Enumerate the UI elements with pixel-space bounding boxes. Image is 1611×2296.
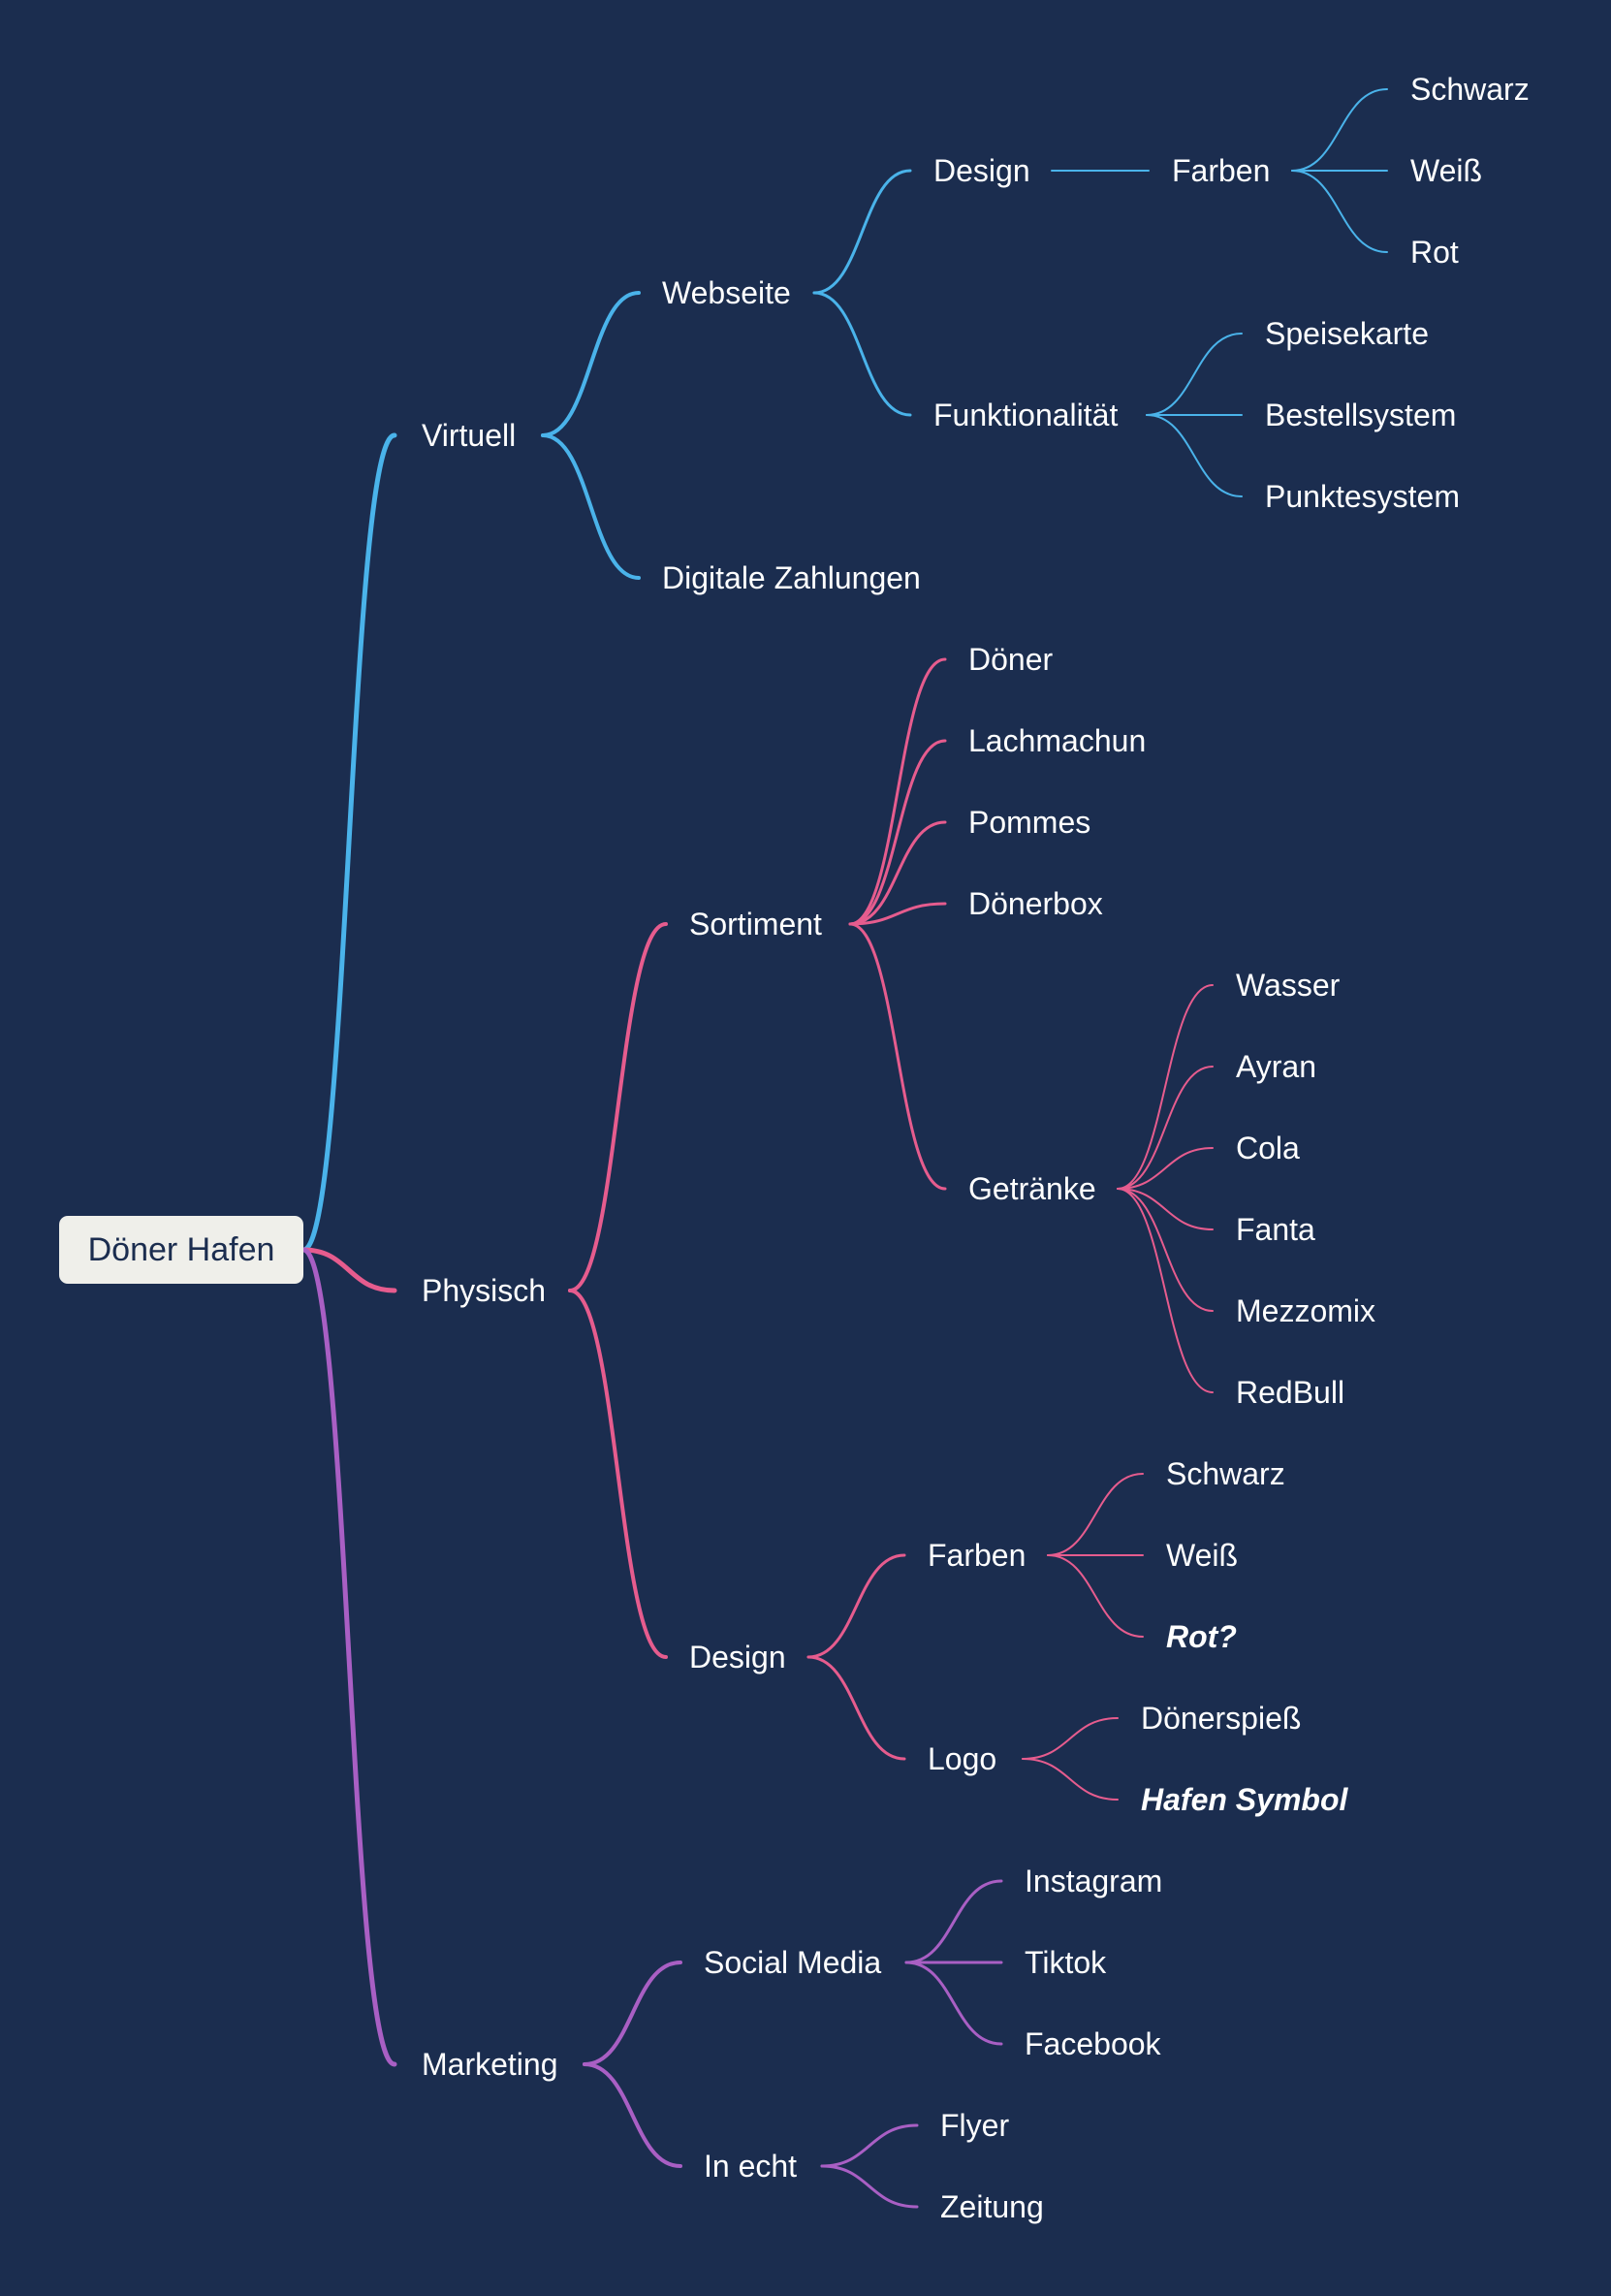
node-tiktok[interactable]: Tiktok — [1025, 1945, 1107, 1980]
node-hafen-symbol[interactable]: Hafen Symbol — [1141, 1782, 1348, 1817]
node-lachmachun[interactable]: Lachmachun — [968, 723, 1147, 758]
connector-physisch-design — [568, 1289, 668, 1659]
connector-getraenke-item-1 — [1117, 1066, 1214, 1190]
connector-root-marketing — [300, 1247, 397, 2067]
connector-funktionalitaet-speisekarte — [1146, 333, 1243, 416]
node-marketing[interactable]: Marketing — [422, 2047, 558, 2082]
node-in-echt[interactable]: In echt — [704, 2149, 798, 2184]
connector-sortiment-item-0 — [848, 657, 947, 926]
node-instagram[interactable]: Instagram — [1025, 1864, 1163, 1898]
node-pommes[interactable]: Pommes — [968, 805, 1091, 840]
connector-social-media-item-0 — [904, 1879, 1003, 1964]
node-webseite[interactable]: Webseite — [662, 275, 791, 310]
node-funktionalitaet[interactable]: Funktionalität — [933, 398, 1119, 432]
connector-design-logo — [806, 1655, 906, 1761]
connector-physisch-farben-item-2 — [1047, 1554, 1144, 1638]
node-digitale-zahlungen[interactable]: Digitale Zahlungen — [662, 560, 921, 595]
node-ayran[interactable]: Ayran — [1236, 1049, 1317, 1084]
node-physisch[interactable]: Physisch — [422, 1273, 547, 1308]
node-physisch-farbe-schwarz[interactable]: Schwarz — [1166, 1456, 1285, 1491]
connector-marketing-social-media — [583, 1961, 682, 2066]
root-node[interactable]: Döner Hafen — [59, 1216, 303, 1284]
node-physisch-farbe-rot[interactable]: Rot? — [1166, 1619, 1237, 1654]
connector-social-media-item-2 — [904, 1961, 1003, 2046]
connector-getraenke-item-2 — [1117, 1147, 1214, 1190]
node-punktesystem[interactable]: Punktesystem — [1265, 479, 1460, 514]
connector-in-echt-item-0 — [820, 2123, 919, 2168]
node-speisekarte[interactable]: Speisekarte — [1265, 316, 1429, 351]
connector-sortiment-item-4 — [848, 922, 947, 1191]
node-physisch-farben[interactable]: Farben — [928, 1538, 1027, 1573]
node-sortiment[interactable]: Sortiment — [689, 907, 822, 941]
connector-virtuell-digitale-zahlungen — [541, 433, 641, 580]
node-webseite-design[interactable]: Design — [933, 153, 1030, 188]
node-redbull[interactable]: RedBull — [1236, 1375, 1345, 1410]
connector-farben-rot — [1291, 170, 1388, 253]
node-flyer[interactable]: Flyer — [940, 2108, 1010, 2143]
connector-farben-schwarz — [1291, 88, 1388, 172]
connector-funktionalitaet-punktesystem — [1146, 414, 1243, 497]
node-social-media[interactable]: Social Media — [704, 1945, 882, 1980]
connector-sortiment-item-3 — [848, 902, 947, 926]
connector-physisch-sortiment — [568, 922, 668, 1292]
connector-sortiment-item-2 — [848, 820, 947, 926]
connector-sortiment-item-1 — [848, 739, 947, 926]
node-physisch-farbe-weiss[interactable]: Weiß — [1166, 1538, 1239, 1573]
node-mezzomix[interactable]: Mezzomix — [1236, 1293, 1376, 1328]
connector-marketing-in-echt — [583, 2062, 682, 2168]
node-getraenke[interactable]: Getränke — [968, 1171, 1096, 1206]
connector-root-physisch — [300, 1247, 397, 1293]
node-zeitung[interactable]: Zeitung — [940, 2189, 1044, 2224]
node-fanta[interactable]: Fanta — [1236, 1212, 1315, 1247]
node-doener[interactable]: Döner — [968, 642, 1054, 677]
connector-logo-item-0 — [1022, 1717, 1119, 1760]
node-physisch-design[interactable]: Design — [689, 1640, 786, 1674]
node-webseite-farbe-weiss[interactable]: Weiß — [1410, 153, 1483, 188]
connector-getraenke-item-4 — [1117, 1188, 1214, 1312]
connector-logo-item-1 — [1022, 1758, 1119, 1801]
connector-getraenke-item-5 — [1117, 1188, 1214, 1393]
node-cola[interactable]: Cola — [1236, 1131, 1300, 1165]
node-logo[interactable]: Logo — [928, 1741, 997, 1776]
connector-design-farben — [806, 1553, 906, 1659]
connector-webseite-funktionalitaet — [812, 291, 912, 417]
connector-physisch-farben-item-0 — [1047, 1473, 1144, 1556]
node-facebook[interactable]: Facebook — [1025, 2026, 1161, 2061]
connector-virtuell-webseite — [541, 291, 641, 437]
connector-getraenke-item-3 — [1117, 1188, 1214, 1230]
connector-getraenke-item-0 — [1117, 984, 1214, 1190]
node-virtuell[interactable]: Virtuell — [422, 418, 517, 453]
connector-root-virtuell — [300, 432, 397, 1253]
node-doenerbox[interactable]: Dönerbox — [968, 886, 1103, 921]
connector-in-echt-item-1 — [820, 2164, 919, 2209]
node-doenerspiess[interactable]: Dönerspieß — [1141, 1701, 1302, 1736]
node-webseite-farbe-schwarz[interactable]: Schwarz — [1410, 72, 1530, 107]
node-webseite-farbe-rot[interactable]: Rot — [1410, 235, 1459, 270]
node-bestellsystem[interactable]: Bestellsystem — [1265, 398, 1457, 432]
node-wasser[interactable]: Wasser — [1236, 968, 1341, 1003]
connector-webseite-design — [812, 169, 912, 295]
node-webseite-farben[interactable]: Farben — [1172, 153, 1271, 188]
